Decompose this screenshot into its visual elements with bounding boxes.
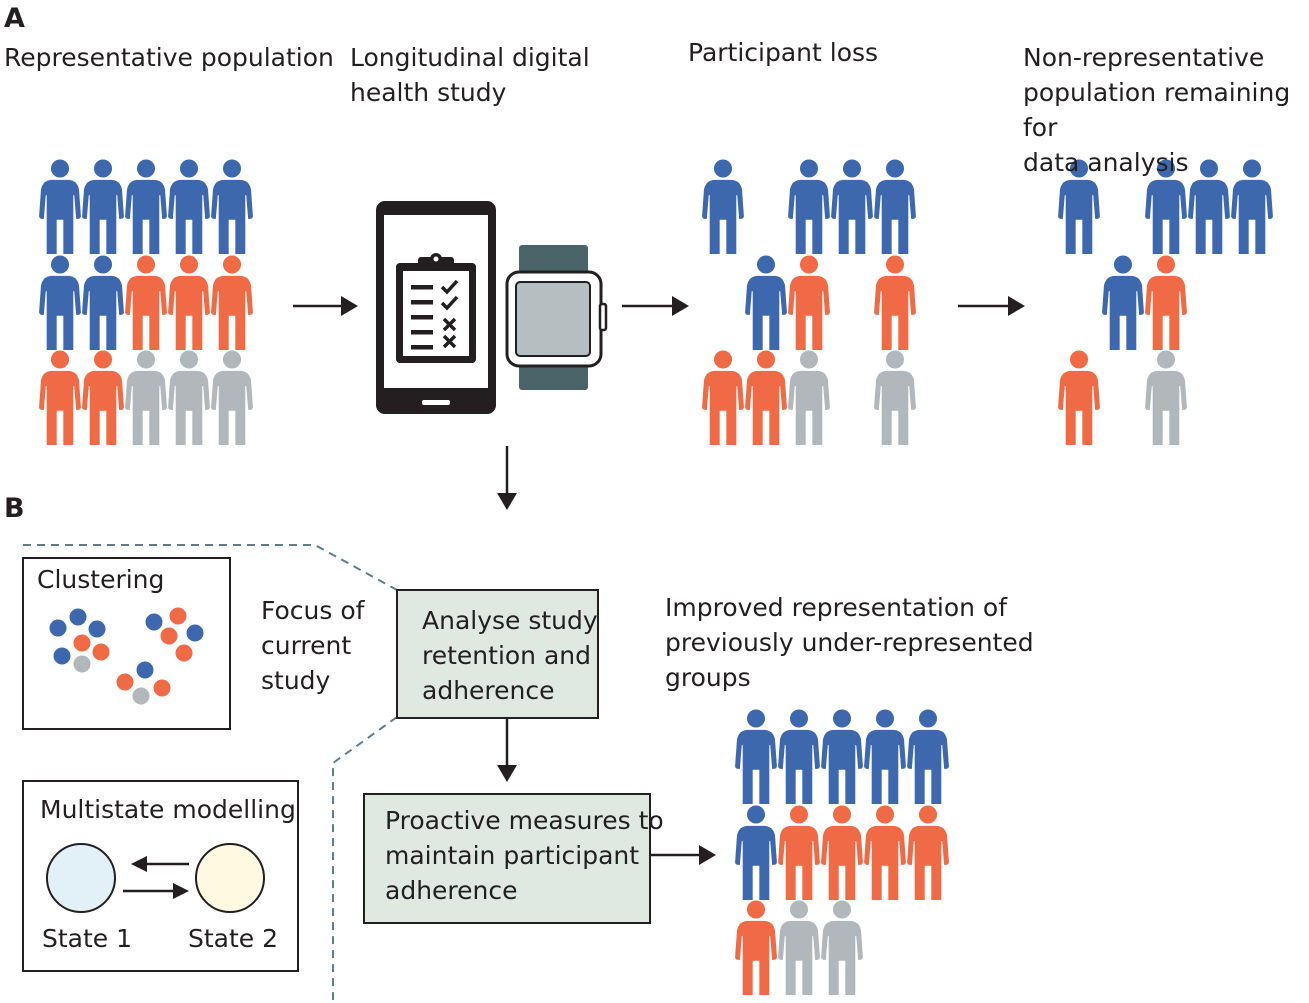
person-icon	[1102, 255, 1144, 350]
improved-label: Improved representation of previously un…	[665, 593, 1034, 692]
flow-arrow-proactive-to-improved	[651, 845, 716, 865]
person-icon	[168, 255, 210, 350]
panel-a-letter: A	[4, 3, 25, 34]
participant-loss-population	[702, 159, 916, 445]
stage1-label: Representative population	[4, 43, 334, 72]
person-icon	[702, 159, 744, 254]
person-icon	[864, 805, 906, 900]
person-icon	[874, 159, 916, 254]
person-icon	[831, 159, 873, 254]
non-representative-population	[1058, 159, 1273, 445]
person-icon	[168, 350, 210, 445]
cluster-dots	[49, 607, 204, 705]
person-icon	[211, 159, 253, 254]
person-icon	[82, 350, 124, 445]
person-icon	[788, 159, 830, 254]
person-icon	[735, 805, 777, 900]
person-icon	[821, 709, 863, 804]
dashed-focus-outline	[23, 544, 398, 1000]
flow-arrow-a1	[293, 296, 358, 316]
person-icon	[125, 255, 167, 350]
proactive-box	[363, 793, 651, 924]
person-icon	[788, 255, 830, 350]
person-icon	[874, 255, 916, 350]
person-icon	[211, 350, 253, 445]
clustering-title: Clustering	[37, 565, 165, 594]
state1-circle	[46, 843, 116, 913]
multistate-title: Multistate modelling	[40, 795, 296, 824]
smartwatch-icon	[505, 245, 608, 390]
person-icon	[39, 255, 81, 350]
state-transition-arrows	[123, 856, 189, 899]
state1-label: State 1	[42, 924, 133, 953]
flow-arrow-analyse-to-proactive	[497, 719, 517, 782]
person-icon	[1058, 350, 1100, 445]
person-icon	[1145, 255, 1187, 350]
person-icon	[874, 350, 916, 445]
flow-arrow-down-to-b	[497, 446, 517, 510]
person-icon	[778, 805, 820, 900]
flow-arrow-a2	[622, 296, 689, 316]
person-icon	[864, 709, 906, 804]
focus-label: Focus of current study	[261, 596, 365, 695]
person-icon	[821, 805, 863, 900]
person-icon	[907, 805, 949, 900]
person-icon	[778, 900, 820, 995]
stage4-label: Non-representative population remaining …	[1023, 43, 1291, 177]
person-icon	[778, 709, 820, 804]
person-icon	[745, 350, 787, 445]
person-icon	[745, 255, 787, 350]
person-icon	[735, 900, 777, 995]
person-icon	[907, 709, 949, 804]
representative-population	[39, 159, 253, 445]
proactive-box-text: Proactive measures to maintain participa…	[385, 806, 664, 905]
clustering-box	[22, 557, 231, 730]
improved-population	[735, 709, 949, 995]
person-icon	[788, 350, 830, 445]
person-icon	[211, 255, 253, 350]
person-icon	[82, 159, 124, 254]
person-icon	[735, 709, 777, 804]
person-icon	[168, 159, 210, 254]
panel-b-letter: B	[4, 493, 25, 524]
person-icon	[125, 159, 167, 254]
person-icon	[702, 350, 744, 445]
state2-label: State 2	[188, 924, 279, 953]
analyse-box	[396, 589, 599, 719]
person-icon	[821, 900, 863, 995]
person-icon	[82, 255, 124, 350]
analyse-box-text: Analyse study retention and adherence	[422, 606, 598, 705]
person-icon	[125, 350, 167, 445]
person-icon	[39, 159, 81, 254]
person-icon	[39, 350, 81, 445]
flow-arrow-a3	[958, 296, 1025, 316]
stage3-label: Participant loss	[688, 38, 879, 67]
person-icon	[1145, 350, 1187, 445]
state2-circle	[195, 843, 265, 913]
stage2-label: Longitudinal digital health study	[350, 43, 590, 107]
clipboard-checklist-icon	[396, 253, 476, 363]
